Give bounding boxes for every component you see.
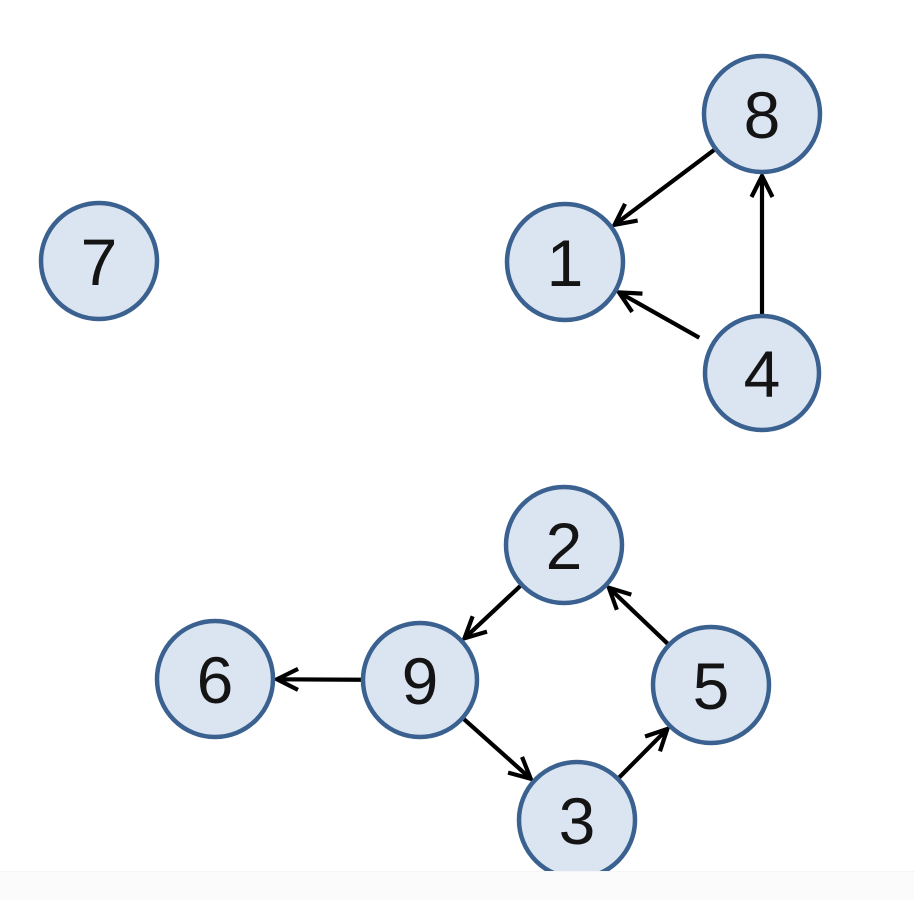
graph-node-5: 5 xyxy=(650,624,772,746)
arrowhead-icon xyxy=(749,171,775,198)
node-circle xyxy=(650,624,772,746)
graph-node-3: 3 xyxy=(516,759,638,881)
node-circle xyxy=(154,618,276,740)
node-circle xyxy=(702,313,822,433)
arrowhead-icon xyxy=(461,615,488,642)
node-circle xyxy=(503,484,625,606)
node-label: 4 xyxy=(744,337,781,411)
graph-edge-9-to-6 xyxy=(272,667,363,692)
graph-edge-4-to-8 xyxy=(749,171,775,315)
node-circle xyxy=(701,53,823,175)
graph-node-9: 9 xyxy=(360,620,480,740)
arrowhead-icon xyxy=(610,202,639,228)
node-label: 8 xyxy=(744,78,781,152)
graph-node-2: 2 xyxy=(503,484,625,606)
node-circle xyxy=(504,201,626,323)
arrowhead-icon xyxy=(614,290,643,314)
node-circle xyxy=(38,200,160,322)
edge-line xyxy=(617,728,668,780)
footer-strip xyxy=(0,871,914,900)
graph-edge-9-to-3 xyxy=(461,717,535,782)
graph-edge-2-to-9 xyxy=(461,583,523,642)
node-label: 2 xyxy=(546,509,583,583)
node-label: 6 xyxy=(197,643,234,717)
edge-line xyxy=(464,583,523,639)
edge-line xyxy=(614,147,717,226)
graph-node-6: 6 xyxy=(154,618,276,740)
edge-line xyxy=(608,587,670,646)
node-label: 9 xyxy=(402,644,439,718)
graph-edge-4-to-1 xyxy=(614,290,701,340)
arrowhead-icon xyxy=(507,756,535,782)
graph-edge-5-to-2 xyxy=(605,584,670,646)
node-label: 7 xyxy=(81,225,118,299)
graph-node-7: 7 xyxy=(38,200,160,322)
arrowhead-icon xyxy=(644,725,671,752)
edge-line xyxy=(461,717,531,779)
graph-node-1: 1 xyxy=(504,201,626,323)
node-label: 3 xyxy=(559,784,596,858)
graph-node-4: 4 xyxy=(702,313,822,433)
node-circle xyxy=(360,620,480,740)
edge-line xyxy=(619,291,701,340)
graph-edge-8-to-1 xyxy=(610,147,717,228)
arrowhead-icon xyxy=(272,667,299,692)
node-label: 1 xyxy=(547,226,584,300)
arrowhead-icon xyxy=(605,584,632,611)
node-label: 5 xyxy=(693,649,730,723)
graph-edge-3-to-5 xyxy=(617,725,671,780)
graph-node-8: 8 xyxy=(701,53,823,175)
